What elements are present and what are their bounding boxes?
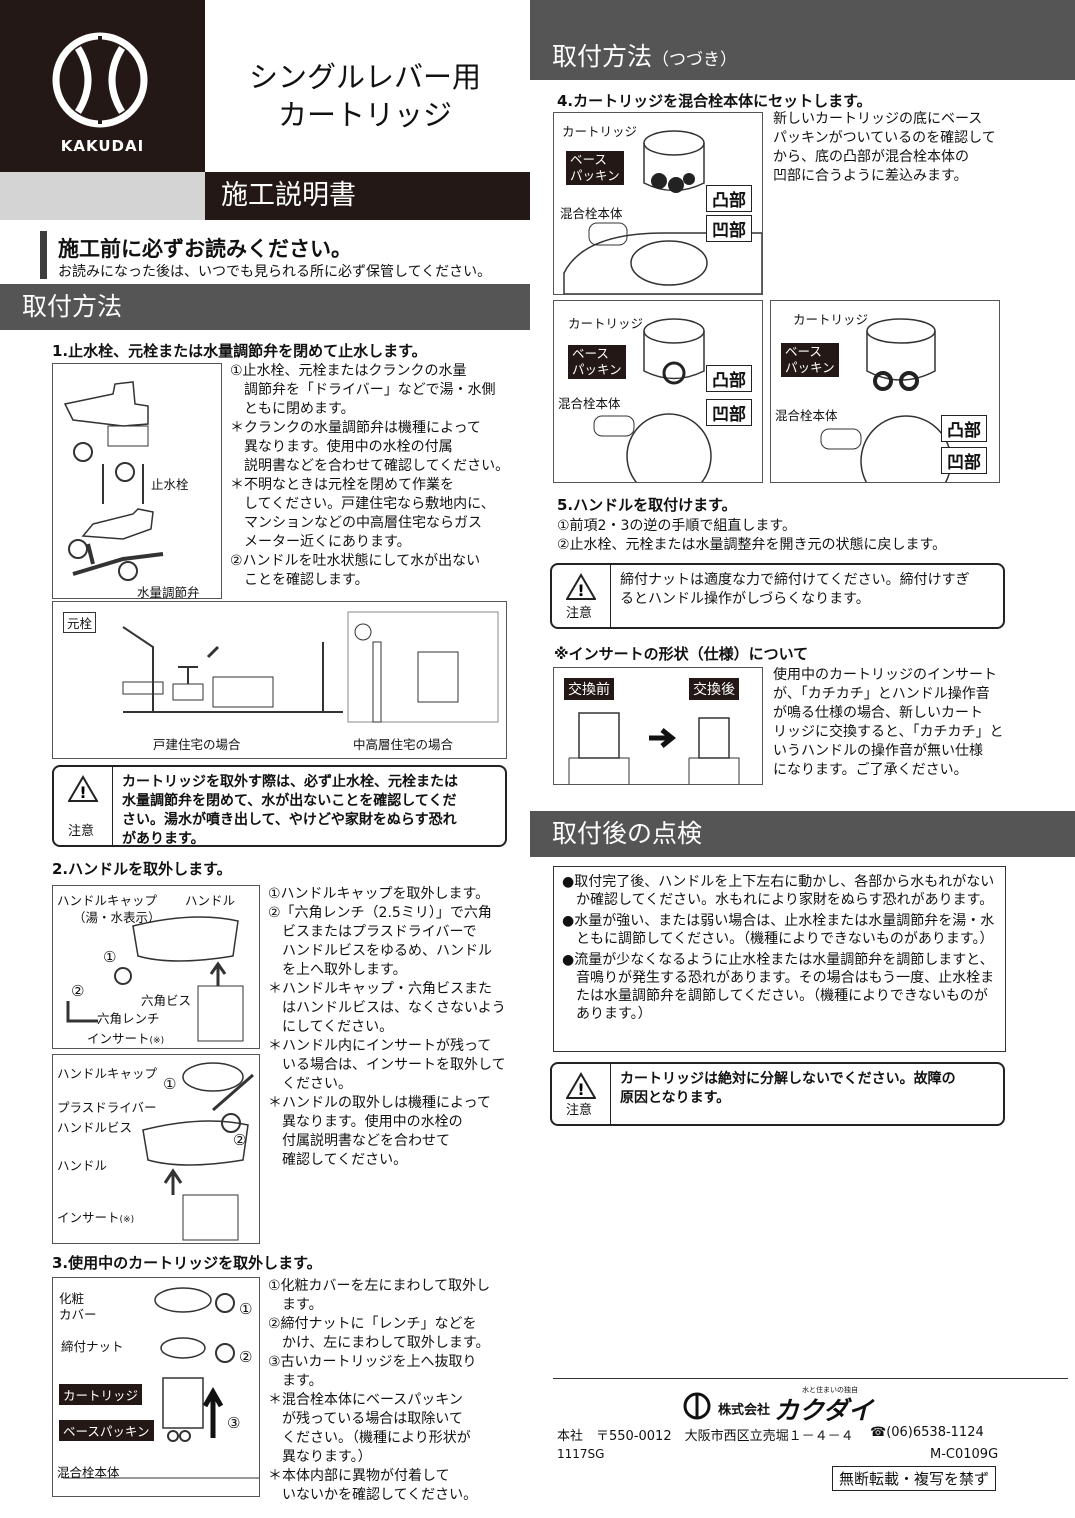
caution-word: 注意 xyxy=(68,824,95,839)
section-install-cont-heading: 取付方法（つづき） xyxy=(530,34,1075,80)
caution-box-1: ! 注意 カートリッジを取外す際は、必ず止水栓、元栓または 水量調節弁を閉めて、… xyxy=(52,765,507,847)
stop-valve-label: 止水栓 xyxy=(151,477,189,492)
footer-address: 本社 〒550-0012 大阪市西区立売堀１－４－４ xyxy=(557,1429,854,1444)
faucet-valve-illustration-icon xyxy=(63,381,164,581)
read-heading: 施工前に必ずお読みください。 xyxy=(58,237,352,261)
insert-compare-figure: 交換前 交換後 xyxy=(553,667,763,785)
brand-name: KAKUDAI xyxy=(60,137,145,155)
svg-text:!: ! xyxy=(577,581,584,600)
svg-text:!: ! xyxy=(577,1080,584,1099)
check-item: ●水量が強い、または弱い場合は、止水栓または水量調節弁を湯・水ともに調節してくだ… xyxy=(562,913,995,947)
step4-figure-right: カートリッジ ベースパッキン 混合栓本体 凸部 凹部 xyxy=(770,300,1000,507)
step2-driver-figure: ハンドルキャップ ① プラスドライバー ハンドルビス ② ハンドル インサート(… xyxy=(52,1054,260,1244)
step5-title: 5.ハンドルを取付けます。 xyxy=(557,496,737,514)
step2-hex-figure: ハンドルキャップ （湯・水表示） ハンドル ① ② 六角ビス 六角レンチ インサ… xyxy=(52,885,260,1049)
read-subtext: お読みになった後は、いつでも見られる所に必ず保管してください。 xyxy=(58,264,492,280)
caution-text: カートリッジは絶対に分解しないでください。故障の 原因となります。 xyxy=(620,1071,956,1106)
cartridge-set-icon xyxy=(563,130,763,295)
insert-compare-icon xyxy=(568,712,740,784)
insert-note-text: 使用中のカートリッジのインサート が、「カチカチ」とハンドル操作音 が鳴る仕様の… xyxy=(773,667,1004,778)
step3-title: 3.使用中のカートリッジを取外します。 xyxy=(52,1254,322,1272)
warning-triangle-icon: ! xyxy=(68,775,98,802)
step1-instructions: ①止水栓、元栓またはクランクの水量 調節弁を「ドライバー」などで湯・水側 ともに… xyxy=(230,363,510,588)
flow-valve-label: 水量調節弁 xyxy=(137,585,200,600)
check-item: ●取付完了後、ハンドルを上下左右に動かし、各部から水もれがないか確認してください… xyxy=(562,874,995,908)
svg-text:!: ! xyxy=(79,783,86,802)
check-item: ●流量が少なくなるように止水栓または水量調節弁を調節しますと、音鳴りが発生する恐… xyxy=(562,952,995,1022)
step4-title: 4.カートリッジを混合栓本体にセットします。 xyxy=(557,92,872,110)
step4-figure-left: カートリッジ ベースパッキン 混合栓本体 凸部 凹部 xyxy=(553,300,763,499)
step3-cartridge-figure: 化粧 カバー ① 締付ナット ② カートリッジ ③ ベースパッキン 混合栓本体 xyxy=(52,1277,260,1497)
kakudai-footer-logo-icon xyxy=(683,1392,711,1420)
main-valve-tag: 元栓 xyxy=(63,612,97,633)
house-label: 戸建住宅の場合 xyxy=(153,737,241,752)
footer-code-right: M-C0109G xyxy=(930,1447,999,1462)
main-valve-figure: 元栓 戸建住宅の場合 中高層住宅の場合 xyxy=(52,601,507,759)
read-accent-bar xyxy=(40,231,47,279)
warning-triangle-icon: ! xyxy=(566,1072,596,1099)
footer-divider xyxy=(553,1378,1068,1379)
section-install-heading: 取付方法 xyxy=(0,284,530,330)
warning-triangle-icon: ! xyxy=(566,573,596,600)
step4-figure-top: カートリッジ ベースパッキン 混合栓本体 凸部 凹部 xyxy=(553,112,763,295)
brand-logo-block xyxy=(0,0,205,172)
insert-note-title: ※インサートの形状（仕様）について xyxy=(554,645,809,663)
step3-instructions: ①化粧カバーを左にまわして取外し ます。 ②締付ナットに「レンチ」などを かけ、… xyxy=(268,1278,491,1503)
gray-band xyxy=(0,172,205,220)
footer-logo: 水と住まいの独自 株式会社 カクダイ xyxy=(682,1385,902,1425)
step5-instructions: ①前項2・3の逆の手順で組直します。 ②止水栓、元栓または水量調整弁を開き元の状… xyxy=(557,518,947,553)
step4-instructions: 新しいカートリッジの底にベース パッキンがついているのを確認して から、底の凸部… xyxy=(773,111,996,184)
caution-box-2: ! 注意 締付ナットは適度な力で締付けてください。締付けすぎ るとハンドル操作が… xyxy=(550,563,1005,629)
product-title: シングルレバー用 カートリッジ xyxy=(248,60,481,132)
step2-title: 2.ハンドルを取外します。 xyxy=(52,860,232,878)
manual-label: 施工説明書 xyxy=(205,172,530,220)
apartment-label: 中高層住宅の場合 xyxy=(353,737,454,752)
kakudai-logo-icon xyxy=(52,32,148,128)
step1-title: 1.止水栓、元栓または水量調節弁を閉めて止水します。 xyxy=(52,342,427,360)
footer-code-left: 1117SG xyxy=(557,1447,605,1461)
driver-removal-icon xyxy=(142,1062,254,1241)
cartridge-removal-icon xyxy=(63,1287,259,1479)
caution-box-3: ! 注意 カートリッジは絶対に分解しないでください。故障の 原因となります。 xyxy=(550,1062,1005,1126)
caution-text: 締付ナットは適度な力で締付けてください。締付けすぎ るとハンドル操作がしづらくな… xyxy=(620,572,970,607)
top-right-band xyxy=(530,0,1075,34)
copyright-notice: 無断転載・複写を禁ず xyxy=(832,1466,997,1491)
step1-faucet-figure: 止水栓 水量調節弁 xyxy=(52,363,222,600)
handle-removal-icon xyxy=(66,916,244,1042)
caution-text: カートリッジを取外す際は、必ず止水栓、元栓または 水量調節弁を閉めて、水が出ない… xyxy=(122,774,458,847)
section-check-heading: 取付後の点検 xyxy=(530,811,1075,857)
step2-instructions: ①ハンドルキャップを取外します。 ②「六角レンチ（2.5ミリ）」で六角 ビスまた… xyxy=(268,886,506,1168)
check-list: ●取付完了後、ハンドルを上下左右に動かし、各部から水もれがないか確認してください… xyxy=(553,866,1006,1052)
footer-phone: ☎(06)6538-1124 xyxy=(870,1425,984,1440)
main-valve-illustration-icon xyxy=(122,611,499,723)
